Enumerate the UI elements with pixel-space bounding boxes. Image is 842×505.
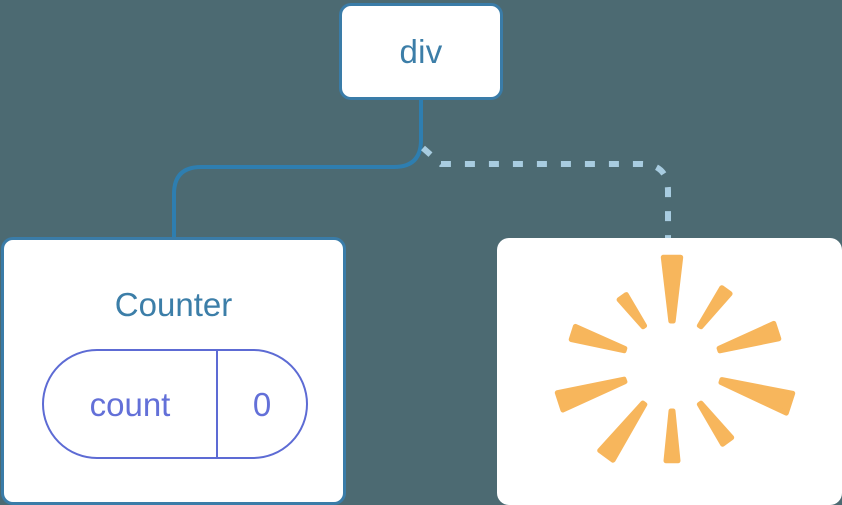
burst-ray [597, 400, 648, 463]
node-counter-label: Counter [114, 286, 233, 323]
edge-root-to-burst [421, 145, 671, 238]
burst-ray [696, 400, 735, 447]
burst-ray [716, 320, 782, 354]
burst-ray [568, 323, 628, 354]
burst-ray-group [554, 254, 796, 464]
node-burst-panel[interactable] [497, 238, 842, 505]
node-div[interactable]: div [339, 3, 503, 100]
burst-ray [718, 377, 796, 416]
burst-ray [663, 408, 681, 464]
state-pill[interactable]: count 0 [42, 349, 308, 459]
burst-ray [616, 292, 647, 330]
sparkle-burst-icon [554, 254, 796, 464]
state-pill-key: count [44, 351, 218, 457]
burst-ray [554, 376, 628, 413]
edge-root-to-counter [172, 98, 423, 240]
burst-ray [696, 285, 733, 330]
node-div-label: div [399, 33, 443, 70]
burst-ray [660, 254, 684, 324]
state-pill-value: 0 [252, 385, 272, 423]
